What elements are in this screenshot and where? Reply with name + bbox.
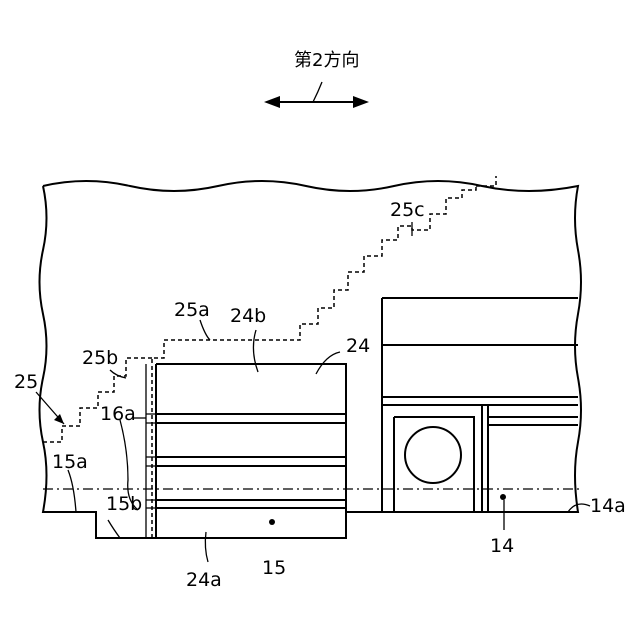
element-24 [146,364,346,538]
direction-arrow [264,82,369,108]
label-15a: 15a [52,451,88,473]
label-24b: 24b [230,305,266,327]
label-16a: 16a [100,403,136,425]
label-25a: 25a [174,299,210,321]
label-25c: 25c [390,199,425,221]
staircase-25 [152,186,476,538]
label-14a: 14a [590,495,626,517]
label-14: 14 [490,535,514,557]
label-25: 25 [14,371,38,393]
label-24a: 24a [186,569,222,591]
element-14 [382,298,578,512]
label-24: 24 [346,335,370,357]
staircase-25b [42,358,152,442]
label-25b: 25b [82,347,118,369]
label-15b: 15b [106,493,142,515]
direction-label: 第2方向 [294,50,359,71]
label-15: 15 [262,557,286,579]
substrate-outline [40,181,582,538]
